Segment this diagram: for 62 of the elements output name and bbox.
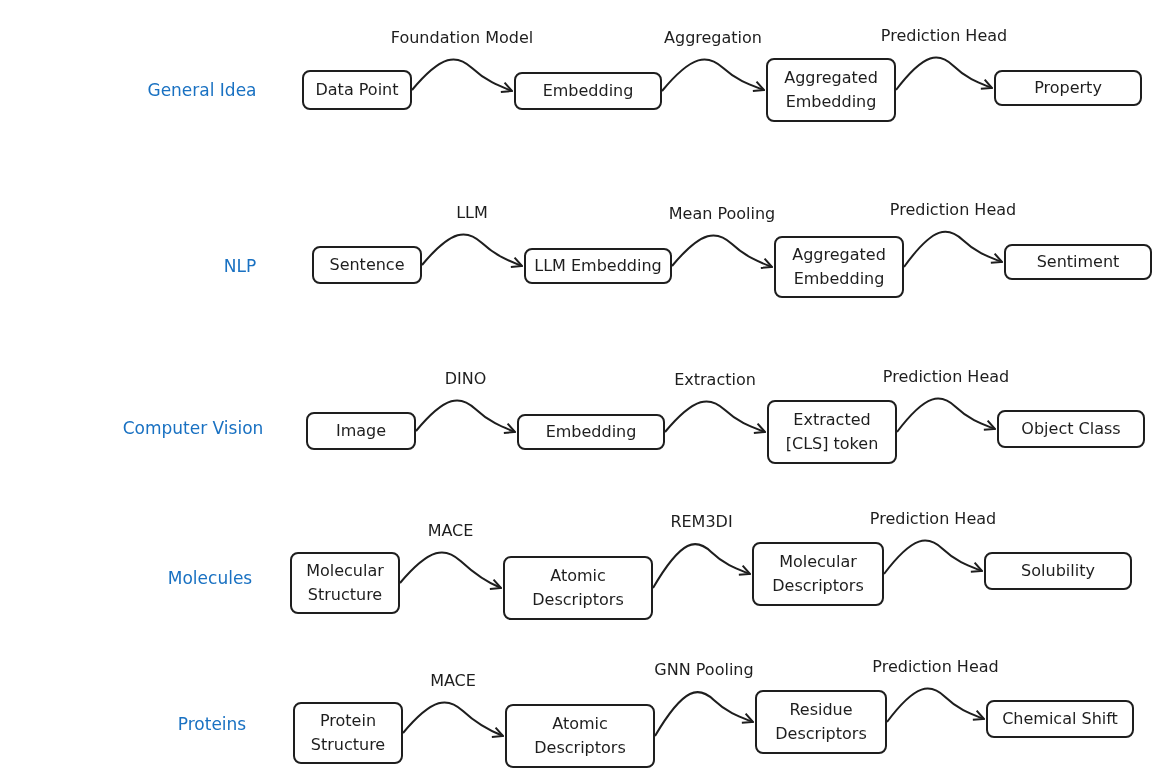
curved-arrow	[415, 399, 516, 434]
box-text: Atomic Descriptors	[531, 565, 625, 611]
process-box	[994, 70, 1142, 106]
curved-arrow	[883, 539, 983, 575]
curved-arrow	[411, 58, 513, 93]
row-label: Proteins	[177, 714, 247, 734]
box-text: Property	[1034, 77, 1102, 99]
process-box	[503, 556, 653, 620]
process-box	[302, 70, 412, 110]
row-label: NLP	[223, 256, 257, 276]
process-box	[984, 552, 1132, 590]
row-label: Molecules	[167, 568, 253, 588]
process-box	[986, 700, 1134, 738]
box-text: Protein Structure	[309, 710, 387, 756]
curved-arrow	[421, 233, 523, 268]
box-text: LLM Embedding	[534, 255, 662, 277]
process-box	[524, 248, 672, 284]
box-text: Molecular Structure	[305, 560, 385, 606]
curved-arrow	[903, 230, 1003, 268]
curved-arrow	[895, 56, 993, 91]
process-box	[774, 236, 904, 298]
curved-arrow	[661, 58, 765, 93]
box-text: Embedding	[542, 80, 634, 102]
box-text: Molecular Descriptors	[771, 551, 865, 597]
box-text: Sentence	[329, 254, 405, 276]
process-box	[997, 410, 1145, 448]
curved-arrow	[886, 687, 985, 723]
process-box	[505, 704, 655, 768]
process-box	[766, 58, 896, 122]
edge-label: GNN Pooling	[652, 660, 756, 679]
box-text: Chemical Shift	[1002, 708, 1118, 730]
box-text: Embedding	[545, 421, 637, 443]
box-text: Image	[335, 420, 387, 442]
curved-arrow	[652, 543, 751, 589]
box-text: Object Class	[1021, 418, 1121, 440]
curved-arrow	[399, 551, 502, 590]
process-box	[1004, 244, 1152, 280]
process-box	[306, 412, 416, 450]
box-text: Sentiment	[1036, 251, 1120, 273]
process-box	[752, 542, 884, 606]
box-text: Data Point	[315, 79, 399, 101]
process-box	[755, 690, 887, 754]
box-text: Residue Descriptors	[774, 699, 868, 745]
curved-arrow	[671, 234, 773, 269]
row-label: Computer Vision	[122, 418, 264, 438]
process-box	[767, 400, 897, 464]
process-box	[312, 246, 422, 284]
curved-arrow	[402, 701, 504, 738]
box-text: Atomic Descriptors	[533, 713, 627, 759]
box-text: Solubility	[1021, 560, 1095, 582]
edge-label: Aggregation	[662, 28, 764, 47]
process-box	[290, 552, 400, 614]
curved-arrow	[896, 397, 996, 433]
curved-arrow	[654, 691, 754, 737]
box-text: Extracted [CLS] token	[784, 409, 880, 455]
process-box	[514, 72, 662, 110]
box-text: Aggregated Embedding	[783, 67, 879, 113]
curved-arrow	[664, 400, 766, 435]
row-label: General Idea	[147, 80, 257, 100]
box-text: Aggregated Embedding	[791, 244, 887, 290]
process-box	[517, 414, 665, 450]
process-box	[293, 702, 403, 764]
